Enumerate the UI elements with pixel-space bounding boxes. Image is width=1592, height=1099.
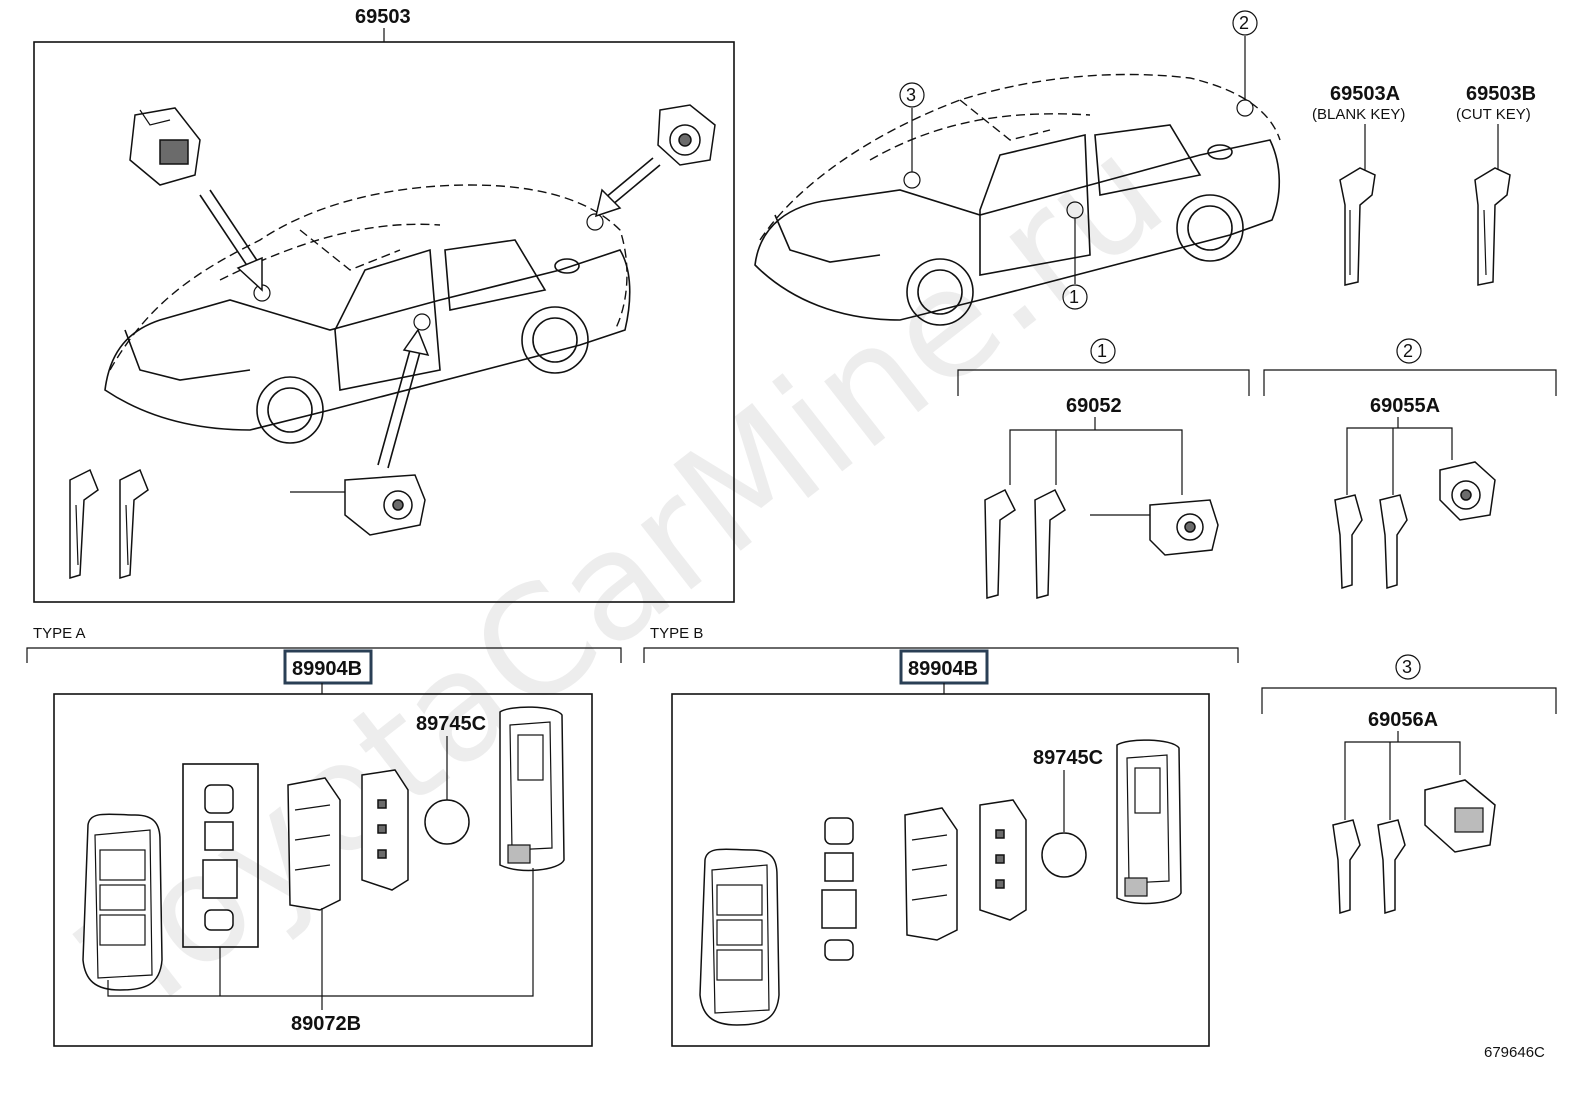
label-69503A[interactable]: 69503A xyxy=(1330,83,1400,105)
key-labels-group: 69503A (BLANK KEY) 69503B (CUT KEY) xyxy=(1312,83,1536,286)
set-1-keys-icon xyxy=(984,488,1066,599)
main-assembly-box xyxy=(33,41,735,603)
callout-3-set: 3 xyxy=(1402,657,1412,677)
transmitter-b-highlight[interactable]: 89904B xyxy=(899,649,989,685)
battery-a-icon xyxy=(424,799,470,845)
label-type-b: TYPE B xyxy=(650,625,703,642)
label-69052[interactable]: 69052 xyxy=(1066,395,1122,417)
cut-key-icon xyxy=(1474,167,1511,286)
set-1-cylinder-icon xyxy=(1090,499,1219,556)
fob-shell-b-icon xyxy=(699,848,780,1026)
diagram-code: 679646C xyxy=(1484,1044,1545,1061)
transmitter-b-box xyxy=(671,693,1210,1047)
callout-2-set: 2 xyxy=(1403,341,1413,361)
buttons-a-icon xyxy=(202,784,238,931)
label-89072B[interactable]: 89072B xyxy=(291,1013,361,1035)
note-cut-key: (CUT KEY) xyxy=(1456,106,1531,123)
callout-1-top: 1 xyxy=(1069,287,1079,307)
set-2-keys-icon xyxy=(1334,494,1408,589)
blank-key-icon xyxy=(1339,167,1376,286)
set-3-keys-icon xyxy=(1332,819,1406,914)
keys-main-icon xyxy=(69,468,149,580)
main-assembly-group: 69503 xyxy=(33,6,735,603)
note-blank-key: (BLANK KEY) xyxy=(1312,106,1405,123)
set-2-cylinder-icon xyxy=(1439,461,1496,521)
callout-1-set: 1 xyxy=(1097,341,1107,361)
car-illustration-left xyxy=(104,184,631,444)
set-3-group: 3 69056A xyxy=(1261,654,1557,914)
battery-b-icon xyxy=(1041,832,1087,878)
set-1-group: 1 69052 xyxy=(957,338,1250,599)
back-case-a-icon xyxy=(499,706,565,872)
cover-a-icon xyxy=(361,769,409,891)
circuit-board-a-icon xyxy=(287,777,341,911)
ignition-cylinder-icon xyxy=(129,107,201,186)
car-illustration-right: 3 2 1 xyxy=(754,10,1281,326)
label-89745C-b[interactable]: 89745C xyxy=(1033,747,1103,769)
set-2-group: 2 69055A xyxy=(1263,338,1557,589)
door-cylinder-icon xyxy=(290,474,426,536)
arrows-left xyxy=(199,157,661,469)
callout-2-top: 2 xyxy=(1239,13,1249,33)
circuit-board-b-icon xyxy=(904,807,958,941)
back-case-b-icon xyxy=(1116,739,1182,905)
transmitter-a-box xyxy=(53,693,593,1047)
callout-3-top: 3 xyxy=(906,85,916,105)
trunk-cylinder-icon xyxy=(657,104,716,166)
type-b-group: TYPE B 89904B xyxy=(643,625,1239,1047)
label-69055A[interactable]: 69055A xyxy=(1370,395,1440,417)
fob-shell-a-icon xyxy=(82,813,163,991)
type-a-group: TYPE A 89904B xyxy=(26,625,622,1047)
buttons-b-icon xyxy=(821,817,857,961)
label-type-a: TYPE A xyxy=(33,625,86,642)
label-69056A[interactable]: 69056A xyxy=(1368,709,1438,731)
transmitter-a-highlight[interactable]: 89904B xyxy=(283,649,373,685)
label-89904B-a[interactable]: 89904B xyxy=(292,658,362,680)
label-69503B[interactable]: 69503B xyxy=(1466,83,1536,105)
label-89745C-a[interactable]: 89745C xyxy=(416,713,486,735)
cover-b-icon xyxy=(979,799,1027,921)
label-89904B-b[interactable]: 89904B xyxy=(908,658,978,680)
label-69503[interactable]: 69503 xyxy=(355,6,411,28)
set-3-cylinder-icon xyxy=(1424,779,1496,853)
